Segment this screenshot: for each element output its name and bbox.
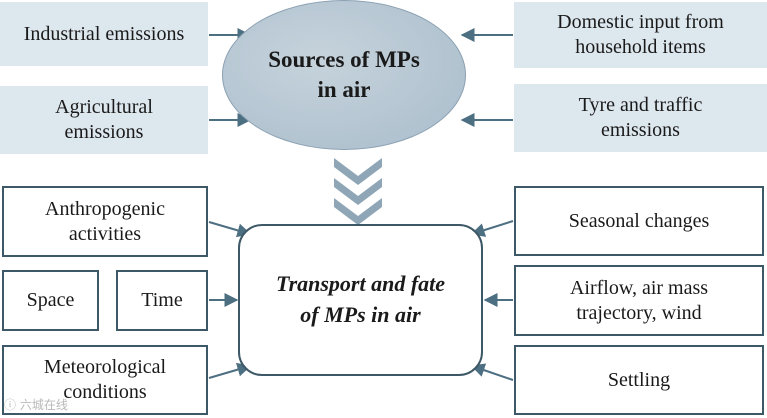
industrial-emissions-label: Industrial emissions [23, 22, 185, 45]
airflow-label: Airflow, air mass trajectory, wind [569, 276, 709, 324]
anthropogenic-label: Anthropogenic activities [45, 197, 165, 245]
sources-ellipse: Sources of MPs in air [222, 0, 466, 150]
anthropogenic-box: Anthropogenic activities [2, 186, 208, 257]
arrow-seasonal [470, 220, 514, 237]
agricultural-emissions-box: Agricultural emissions [0, 86, 208, 154]
seasonal-changes-label: Seasonal changes [568, 209, 710, 232]
seasonal-changes-box: Seasonal changes [514, 186, 764, 256]
time-label: Time [141, 289, 183, 311]
chevron-down-icon [334, 158, 382, 225]
agricultural-emissions-label: Agricultural emissions [55, 96, 153, 143]
domestic-input-label: Domestic input from household items [557, 11, 724, 58]
time-box: Time [116, 270, 208, 331]
settling-box: Settling [514, 345, 764, 415]
transport-fate-title: Transport and fate of MPs in air [275, 271, 446, 327]
arrow-settling [470, 363, 514, 381]
airflow-box: Airflow, air mass trajectory, wind [514, 265, 764, 336]
meteorological-label: Meteorological conditions [43, 356, 167, 403]
sources-title: Sources of MPs in air [268, 47, 420, 102]
tyre-traffic-label: Tyre and traffic emissions [578, 94, 703, 141]
settling-label: Settling [607, 368, 671, 391]
space-box: Space [2, 270, 99, 331]
domestic-input-box: Domestic input from household items [514, 2, 767, 68]
transport-fate-box: Transport and fate of MPs in air [238, 224, 483, 376]
meteorological-box: Meteorological conditions [2, 345, 208, 415]
watermark: ⓘ 六城在线 [4, 398, 68, 412]
tyre-traffic-box: Tyre and traffic emissions [514, 84, 767, 152]
space-label: Space [26, 289, 75, 311]
industrial-emissions-box: Industrial emissions [0, 2, 208, 66]
